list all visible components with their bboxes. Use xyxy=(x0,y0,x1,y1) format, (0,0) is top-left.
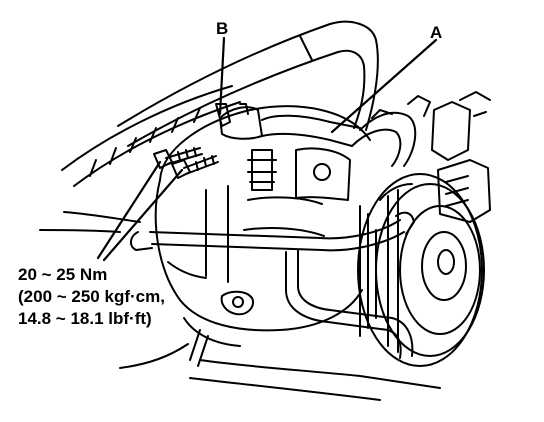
leader-torque-2 xyxy=(102,168,184,262)
lower-pipe xyxy=(130,211,415,359)
callout-b: B xyxy=(216,19,229,38)
callout-a: A xyxy=(430,23,443,42)
leader-b xyxy=(218,36,226,116)
torque-specification: 20 ~ 25 Nm (200 ~ 250 kgf·cm, 14.8 ~ 18.… xyxy=(18,264,165,330)
fittings xyxy=(215,103,361,201)
torque-line-nm: 20 ~ 25 Nm xyxy=(18,265,108,284)
clutch-pulley xyxy=(357,173,485,367)
engine-structure xyxy=(39,211,441,401)
bolt-lower xyxy=(171,155,219,179)
upper-hose xyxy=(117,20,379,147)
connector xyxy=(431,91,491,223)
hose-a xyxy=(351,95,431,167)
leader-lines xyxy=(96,36,438,262)
torque-line-kgf: (200 ~ 250 kgf·cm, xyxy=(18,287,165,306)
leader-a xyxy=(330,38,438,134)
leader-torque-1 xyxy=(96,160,162,260)
torque-line-lbf: 14.8 ~ 18.1 lbf·ft) xyxy=(18,309,152,328)
ribbed-hose xyxy=(61,85,241,187)
